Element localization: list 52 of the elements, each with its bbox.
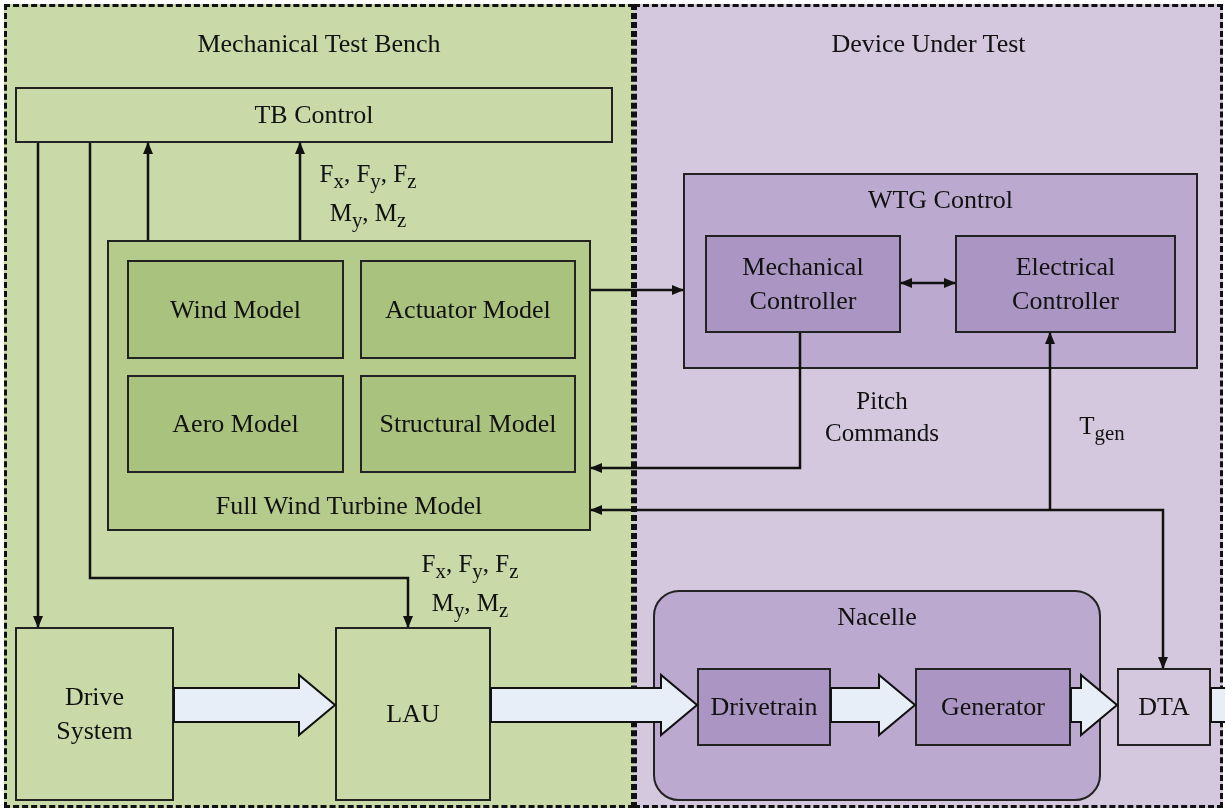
model-box xyxy=(360,260,576,359)
controller-box xyxy=(705,235,901,333)
box-label: Wind Model xyxy=(168,293,303,326)
box-label: LAU xyxy=(385,698,441,730)
arrow xyxy=(1050,508,1168,669)
box-label: Mechanical Controller xyxy=(741,251,865,317)
arrow xyxy=(33,143,43,628)
arrow xyxy=(1045,332,1055,510)
heading: Full Wind Turbine Model xyxy=(214,490,484,522)
box-label: Generator xyxy=(940,691,1046,723)
heading: Device Under Test xyxy=(830,28,1027,60)
model-box xyxy=(127,260,344,359)
lau-box xyxy=(335,627,491,801)
heading: WTG Control xyxy=(866,184,1015,216)
box-label: Drive System xyxy=(55,681,134,747)
edge-label: F$_{x}$, F$_{y}$, F$_{z}$ M$_{y}$, M$_{z}$ xyxy=(420,549,520,624)
box-label: Actuator Model xyxy=(384,293,552,326)
arrow xyxy=(143,142,153,240)
box-label: Structural Model xyxy=(378,408,558,440)
drivetrain-box xyxy=(697,668,831,746)
box-label: Aero Model xyxy=(171,408,300,440)
arrow xyxy=(590,333,802,473)
arrow xyxy=(591,285,684,295)
block-arrow xyxy=(173,672,337,738)
arrow xyxy=(88,143,413,628)
control-box xyxy=(683,173,1198,369)
model-box xyxy=(127,375,344,473)
edge-label: Pitch Commands xyxy=(824,386,940,448)
block-arrow xyxy=(1070,672,1119,738)
device-panel xyxy=(634,4,1223,808)
arrow xyxy=(295,142,305,240)
box-label: TB Control xyxy=(253,99,375,131)
box-label: Drivetrain xyxy=(709,691,819,723)
control-box xyxy=(15,87,613,143)
drive-box xyxy=(15,627,174,801)
controller-box xyxy=(955,235,1176,333)
block-arrow xyxy=(830,672,917,738)
box-label: Electrical Controller xyxy=(1011,251,1120,317)
edge-label: T$_{gen}$ xyxy=(1078,411,1126,447)
arrow xyxy=(590,505,1050,515)
dta-box xyxy=(1117,668,1211,746)
arrow xyxy=(900,278,956,288)
nacelle-box xyxy=(653,590,1101,801)
box-label: DTA xyxy=(1137,691,1191,723)
heading: Mechanical Test Bench xyxy=(196,28,442,60)
test-bench-panel xyxy=(4,4,634,808)
model-box xyxy=(107,240,591,531)
edge-label: F$_{x}$, F$_{y}$, F$_{z}$ M$_{y}$, M$_{z}$ xyxy=(318,159,418,234)
generator-box xyxy=(915,668,1071,746)
model-box xyxy=(360,375,576,473)
block-arrow xyxy=(490,672,699,738)
heading: Nacelle xyxy=(836,601,918,633)
